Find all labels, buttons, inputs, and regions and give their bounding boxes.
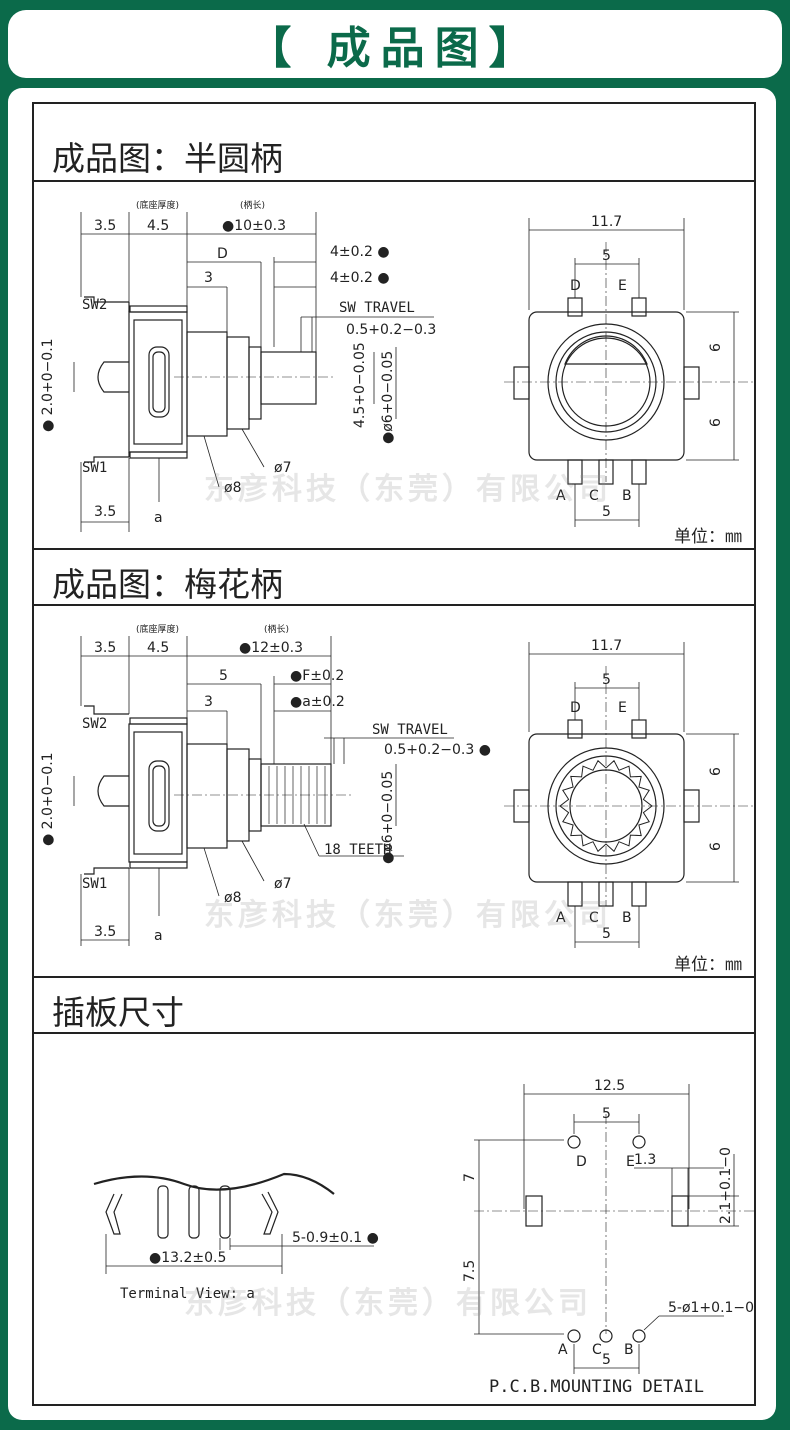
pin-E: E bbox=[626, 1154, 635, 1170]
dim-front-6-top: 6 bbox=[708, 767, 724, 776]
section-header-pcb: 插板尺寸 bbox=[34, 976, 754, 1034]
label-base-thickness: (底座厚度) bbox=[136, 623, 179, 635]
dim-front-width: 11.7 bbox=[591, 214, 622, 230]
dim-holes: 5-ø1+0.1−0 bbox=[668, 1300, 754, 1316]
section-title-half-round: 成品图：半圆柄 bbox=[52, 139, 283, 178]
pin-D: D bbox=[576, 1154, 587, 1170]
unit-label-plum: 单位：㎜ bbox=[674, 955, 742, 975]
dim-front-5-top: 5 bbox=[602, 672, 611, 688]
pin-C: C bbox=[592, 1342, 602, 1358]
label-teeth: 18 TEETH bbox=[324, 842, 391, 858]
dim-shaft-length: ●12±0.3 bbox=[239, 640, 303, 656]
pin-C: C bbox=[589, 488, 599, 504]
dim-front-5-top: 5 bbox=[602, 248, 611, 264]
dim-phi6: ●ø6+0−0.05 bbox=[380, 351, 396, 444]
half-round-drawing: (底座厚度) (柄长) 3.5 4.5 ●10±0.3 D 3 4±0.2 ● … bbox=[40, 199, 754, 532]
label-sw-travel: SW TRAVEL bbox=[372, 722, 448, 738]
dim-phi7: ø7 bbox=[274, 460, 291, 476]
dim-4-5: 4.5 bbox=[147, 640, 169, 656]
title-banner: 【 成品图】 bbox=[8, 10, 782, 78]
dim-shaft-length: ●10±0.3 bbox=[222, 218, 286, 234]
dim-4-5: 4.5 bbox=[147, 218, 169, 234]
dim-D: D bbox=[217, 246, 228, 262]
section-title-plum: 成品图：梅花柄 bbox=[52, 565, 283, 604]
pin-E: E bbox=[618, 278, 627, 294]
pin-D: D bbox=[570, 700, 581, 716]
label-terminal-a: a bbox=[154, 510, 163, 526]
dim-4-5-flat: 4.5+0−0.05 bbox=[352, 342, 368, 428]
dim-front-6-top: 6 bbox=[708, 343, 724, 352]
pin-A: A bbox=[558, 1342, 568, 1358]
dim-5-pins: 5-0.9±0.1 ● bbox=[292, 1230, 379, 1246]
section-title-pcb: 插板尺寸 bbox=[52, 993, 184, 1032]
label-terminal-view: Terminal View: a bbox=[120, 1286, 255, 1302]
dim-5-top: 5 bbox=[602, 1106, 611, 1122]
dim-3-5-top: 3.5 bbox=[94, 218, 116, 234]
pin-D: D bbox=[570, 278, 581, 294]
dim-front-5-bottom: 5 bbox=[602, 926, 611, 942]
dim-sw-travel: 0.5+0.2−0.3 ● bbox=[384, 742, 491, 758]
dim-1-3: 1.3 bbox=[634, 1152, 656, 1168]
dim-phi6: ●ø6+0−0.05 bbox=[380, 771, 396, 864]
content-card: 成品图：半圆柄 bbox=[8, 88, 776, 1420]
label-shaft-length-note: (柄长) bbox=[240, 199, 265, 211]
pin-B: B bbox=[622, 488, 632, 504]
pin-E: E bbox=[618, 700, 627, 716]
banner-title: 【 成品图】 bbox=[247, 23, 543, 74]
section-header-half-round: 成品图：半圆柄 bbox=[34, 104, 754, 182]
label-terminal-a: a bbox=[154, 928, 163, 944]
dim-5: 5 bbox=[219, 668, 228, 684]
label-sw1: SW1 bbox=[82, 876, 107, 892]
drawing-frame: 成品图：半圆柄 bbox=[32, 102, 756, 1406]
pin-C: C bbox=[589, 910, 599, 926]
pcb-drawing: ●13.2±0.5 5-0.9±0.1 ● Terminal View: a 1… bbox=[93, 1078, 754, 1397]
dim-4-b: 4±0.2 ● bbox=[330, 270, 390, 286]
dim-phi8: ø8 bbox=[224, 480, 241, 496]
dim-sw-travel: 0.5+0.2−0.3 bbox=[346, 322, 436, 338]
dim-3: 3 bbox=[204, 270, 213, 286]
label-shaft-length-note: (柄长) bbox=[264, 623, 289, 635]
pin-B: B bbox=[624, 1342, 634, 1358]
dim-phi8: ø8 bbox=[224, 890, 241, 906]
section-header-plum: 成品图：梅花柄 bbox=[34, 548, 754, 606]
dim-2: ● 2.0+0−0.1 bbox=[40, 752, 56, 846]
dim-front-6-bottom: 6 bbox=[708, 418, 724, 427]
plum-drawing: (底座厚度) (柄长) 3.5 4.5 ●12±0.3 5 3 ●F±0.2 ●… bbox=[40, 623, 754, 948]
dim-2: ● 2.0+0−0.1 bbox=[40, 338, 56, 432]
dim-5-bottom: 5 bbox=[602, 1352, 611, 1368]
pin-A: A bbox=[556, 488, 566, 504]
dim-3-5-bottom: 3.5 bbox=[94, 924, 116, 940]
pin-B: B bbox=[622, 910, 632, 926]
label-sw2: SW2 bbox=[82, 716, 107, 732]
dim-12-5: 12.5 bbox=[594, 1078, 625, 1094]
dim-7: 7 bbox=[462, 1173, 478, 1182]
dim-4-a: 4±0.2 ● bbox=[330, 244, 390, 260]
label-sw2: SW2 bbox=[82, 297, 107, 313]
label-base-thickness: (底座厚度) bbox=[136, 199, 179, 211]
watermark-3: 东彦科技（东莞）有限公司 bbox=[184, 1286, 592, 1321]
pin-A: A bbox=[556, 910, 566, 926]
dim-phi7: ø7 bbox=[274, 876, 291, 892]
label-pcb-caption: P.C.B.MOUNTING DETAIL bbox=[489, 1377, 704, 1397]
unit-label-half-round: 单位：㎜ bbox=[674, 527, 742, 547]
dim-13-2: ●13.2±0.5 bbox=[149, 1250, 226, 1266]
dim-front-5-bottom: 5 bbox=[602, 504, 611, 520]
dim-7-5: 7.5 bbox=[462, 1260, 478, 1282]
dim-F: ●F±0.2 bbox=[290, 668, 344, 684]
label-sw1: SW1 bbox=[82, 460, 107, 476]
watermark-1: 东彦科技（东莞）有限公司 bbox=[204, 472, 612, 507]
watermark-2: 东彦科技（东莞）有限公司 bbox=[204, 898, 612, 933]
dim-2-1: 2.1+0.1−0 bbox=[718, 1147, 734, 1224]
label-sw-travel: SW TRAVEL bbox=[339, 300, 415, 316]
dim-front-width: 11.7 bbox=[591, 638, 622, 654]
dim-3-5-bottom: 3.5 bbox=[94, 504, 116, 520]
dim-a: ●a±0.2 bbox=[290, 694, 345, 710]
dim-3: 3 bbox=[204, 694, 213, 710]
dim-front-6-bottom: 6 bbox=[708, 842, 724, 851]
dim-3-5-top: 3.5 bbox=[94, 640, 116, 656]
